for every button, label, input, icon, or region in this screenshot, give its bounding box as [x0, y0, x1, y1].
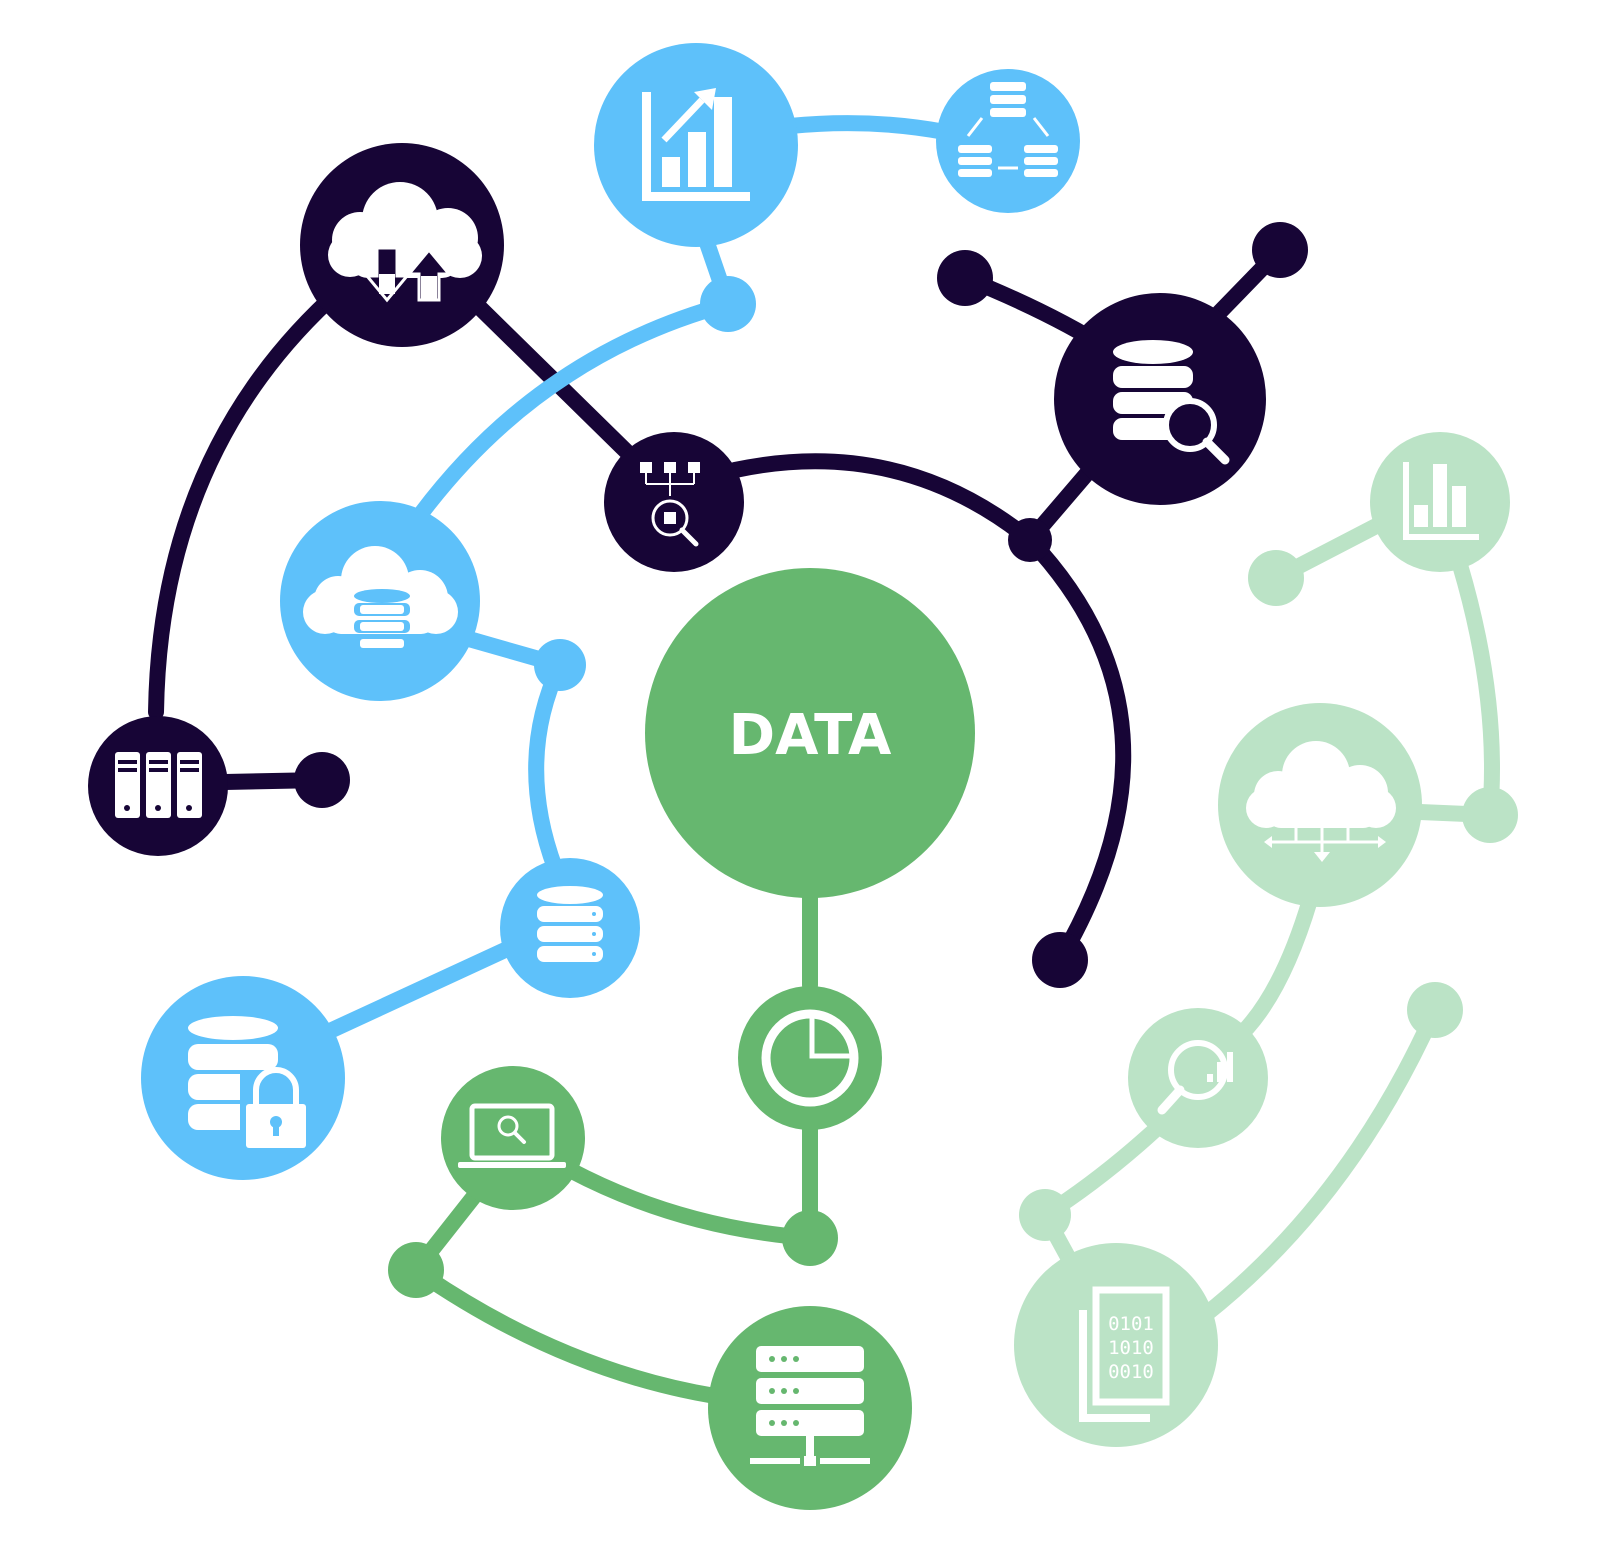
center-label: DATA — [729, 703, 892, 768]
node-server-network — [708, 1306, 912, 1510]
node-database-search — [1054, 293, 1266, 505]
connector-light-2 — [1452, 557, 1500, 823]
dot-dark-1 — [294, 752, 350, 808]
connector-light-7 — [1197, 1002, 1443, 1323]
dot-dark-4 — [1008, 518, 1052, 562]
node-cloud-distribution — [1218, 703, 1422, 907]
node-database — [500, 858, 640, 998]
cloud-distribution-icon — [1246, 741, 1396, 862]
cloud-upload-download-icon — [328, 182, 482, 303]
cloud-database-icon — [303, 546, 458, 650]
connector-blue-6 — [324, 936, 526, 1038]
bar-chart-icon — [1403, 462, 1479, 540]
data-filter-search-icon — [640, 462, 700, 547]
node-data-filter-search — [604, 432, 744, 572]
dots — [294, 222, 1518, 1298]
node-server-rack — [88, 716, 228, 856]
search-analytics-icon — [1157, 1040, 1233, 1115]
database-lock-icon — [188, 1016, 314, 1148]
binary-document-icon: 0101 1010 0010 — [1079, 1286, 1170, 1422]
node-pie-chart — [738, 986, 882, 1130]
database-icon — [537, 886, 603, 962]
node-cloud-database — [280, 501, 480, 701]
node-database-lock — [141, 976, 345, 1180]
dot-green-2 — [388, 1242, 444, 1298]
dot-light-4 — [1407, 982, 1463, 1038]
dot-dark-2 — [937, 250, 993, 306]
server-rack-icon — [115, 752, 202, 818]
node-search-analytics — [1128, 1008, 1268, 1148]
connector-blue-1 — [782, 115, 953, 140]
node-data-center: DATA — [645, 568, 975, 898]
connector-blue-5 — [528, 657, 568, 876]
pie-chart-icon — [761, 1009, 859, 1107]
database-network-icon — [958, 82, 1058, 177]
dot-dark-3 — [1252, 222, 1308, 278]
node-binary-document: 0101 1010 0010 — [1014, 1243, 1218, 1447]
dot-dark-5 — [1032, 932, 1088, 988]
node-database-network — [936, 69, 1080, 213]
connector-green-5 — [408, 1262, 723, 1404]
binary-line-3: 0010 — [1108, 1361, 1154, 1383]
node-bar-chart — [1370, 432, 1510, 572]
connector-light-4 — [1227, 892, 1318, 1048]
dot-light-2 — [1462, 787, 1518, 843]
binary-line-1: 0101 — [1108, 1313, 1154, 1335]
database-search-icon — [1113, 340, 1230, 465]
connector-dark-4 — [727, 453, 1038, 548]
server-network-icon — [750, 1346, 870, 1466]
dot-green-1 — [782, 1210, 838, 1266]
node-bar-chart-growth — [594, 43, 798, 247]
connector-dark-5 — [1022, 532, 1132, 968]
dot-light-3 — [1019, 1189, 1071, 1241]
connector-dark-1 — [148, 282, 348, 720]
node-cloud-upload-download — [300, 143, 504, 347]
binary-line-2: 1010 — [1108, 1337, 1154, 1359]
node-laptop-search — [441, 1066, 585, 1210]
connector-green-3 — [562, 1162, 818, 1246]
connector-blue-3 — [412, 296, 736, 523]
dot-light-1 — [1248, 550, 1304, 606]
bar-chart-growth-icon — [642, 88, 750, 201]
dot-blue-1 — [700, 276, 756, 332]
laptop-search-icon — [458, 1103, 566, 1168]
dot-blue-2 — [534, 639, 586, 691]
